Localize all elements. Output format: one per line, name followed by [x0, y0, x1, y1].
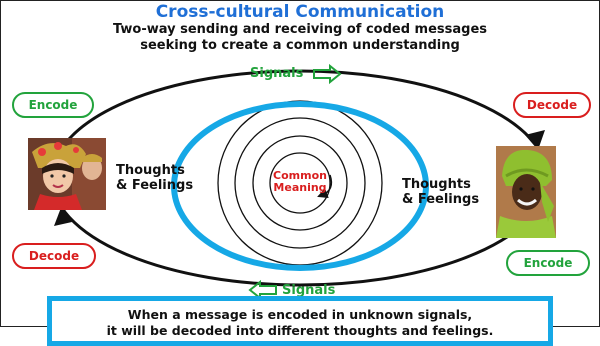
highlight-ring [171, 101, 429, 271]
common-meaning-line-1: Common [273, 169, 327, 182]
right-thoughts-line-2: & Feelings [402, 192, 480, 207]
arrow-right-down [525, 130, 545, 150]
left-thoughts-line-2: & Feelings [116, 178, 194, 193]
signals-bottom-label: Signals [282, 283, 336, 298]
spiral-ring-2 [234, 117, 366, 249]
caption-line-2: it will be decoded into different though… [106, 323, 494, 338]
left-person-photo [28, 138, 106, 210]
arrow-left-up [54, 205, 72, 226]
caption-line-1: When a message is encoded in unknown sig… [127, 307, 473, 322]
common-meaning-label: Common Meaning [255, 170, 345, 194]
cycle-diagram [50, 63, 550, 301]
left-thoughts-label: Thoughts & Feelings [116, 163, 193, 193]
right-thoughts-label: Thoughts & Feelings [402, 177, 479, 207]
spiral-ring-3 [252, 135, 348, 231]
encode-right-pill: Encode [506, 250, 590, 276]
right-person-photo [496, 146, 556, 238]
subtitle-line-1: Two-way sending and receiving of coded m… [112, 22, 488, 37]
left-thoughts-line-1: Thoughts [116, 163, 185, 178]
signals-top-arrow [313, 63, 342, 85]
spiral-ring-4 [269, 152, 331, 214]
caption-box: When a message is encoded in unknown sig… [47, 296, 553, 346]
common-meaning-line-2: Meaning [273, 181, 327, 194]
encode-left-pill: Encode [12, 92, 94, 118]
right-thoughts-line-1: Thoughts [402, 177, 471, 192]
page-title: Cross-cultural Communication [155, 2, 445, 22]
subtitle-line-2: seeking to create a common understanding [140, 38, 460, 53]
spiral-arrow [317, 174, 333, 199]
signals-top-label: Signals [250, 66, 304, 81]
decode-right-pill: Decode [513, 92, 591, 118]
decode-left-pill: Decode [12, 243, 96, 269]
signals-bottom-arrow [248, 279, 277, 301]
